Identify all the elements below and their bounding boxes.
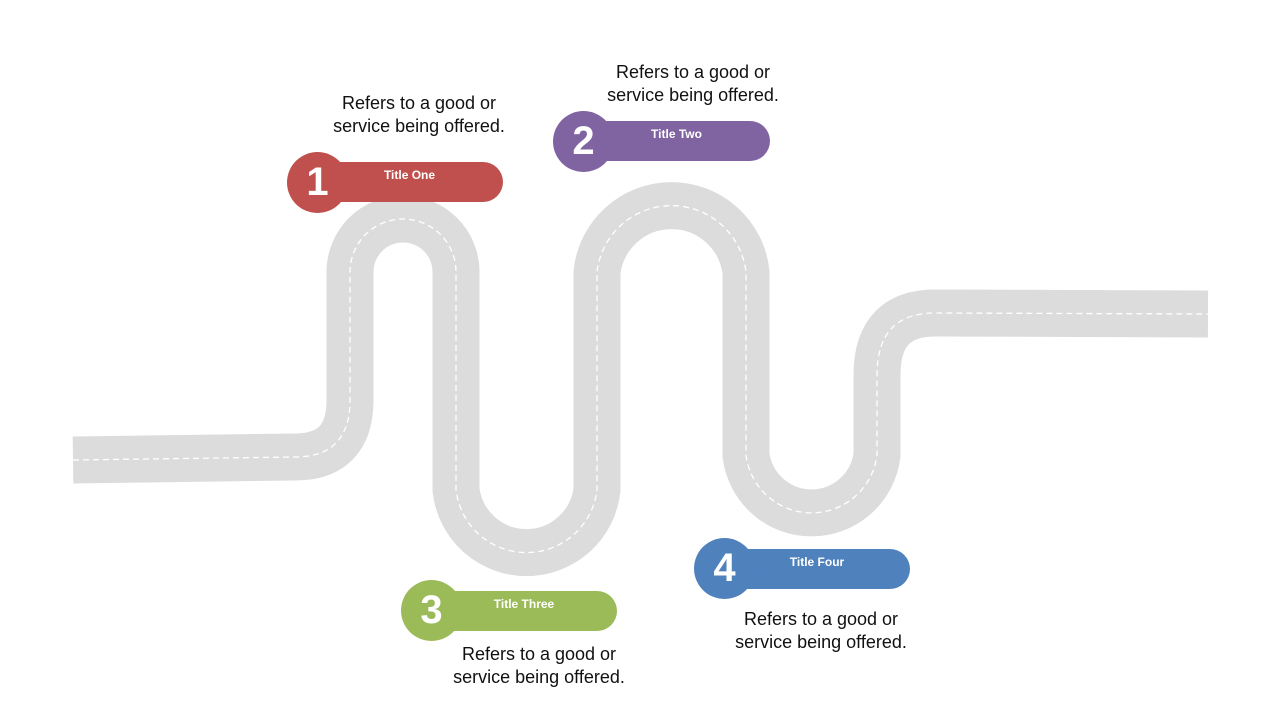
step-3-description-line1: Refers to a good or xyxy=(461,644,617,664)
step-2-description-line2: service being offered. xyxy=(607,85,779,105)
step-1-title: Title One xyxy=(383,168,436,182)
step-4-description: Refers to a good or service being offere… xyxy=(711,608,931,654)
step-3-number-badge: 3 xyxy=(401,580,462,641)
step-4-title: Title Four xyxy=(789,555,845,569)
road-center-line xyxy=(72,205,1209,554)
step-2-number: 2 xyxy=(572,119,595,163)
step-1-number: 1 xyxy=(306,160,329,204)
step-1-description: Refers to a good or service being offere… xyxy=(309,92,529,138)
step-4-description-line1: Refers to a good or xyxy=(743,609,899,629)
step-2-description-line1: Refers to a good or xyxy=(615,62,771,82)
road-surface xyxy=(72,182,1209,577)
step-4-number: 4 xyxy=(713,546,736,590)
step-4-title-banner: Title Four xyxy=(724,549,910,589)
step-4-description-line2: service being offered. xyxy=(735,632,907,652)
step-2-title-banner: Title Two xyxy=(583,121,770,161)
step-3-title: Title Three xyxy=(493,597,555,611)
step-3-title-banner: Title Three xyxy=(431,591,617,631)
step-4-number-badge: 4 xyxy=(694,538,755,599)
step-3-description: Refers to a good or service being offere… xyxy=(429,643,649,689)
step-1-number-badge: 1 xyxy=(287,152,348,213)
step-1-description-line1: Refers to a good or xyxy=(341,93,497,113)
step-3-number: 3 xyxy=(420,588,443,632)
step-2-title: Title Two xyxy=(651,127,702,141)
step-1-description-line2: service being offered. xyxy=(333,116,505,136)
step-2-description: Refers to a good or service being offere… xyxy=(583,61,803,107)
step-3-description-line2: service being offered. xyxy=(453,667,625,687)
step-2-number-badge: 2 xyxy=(553,111,614,172)
